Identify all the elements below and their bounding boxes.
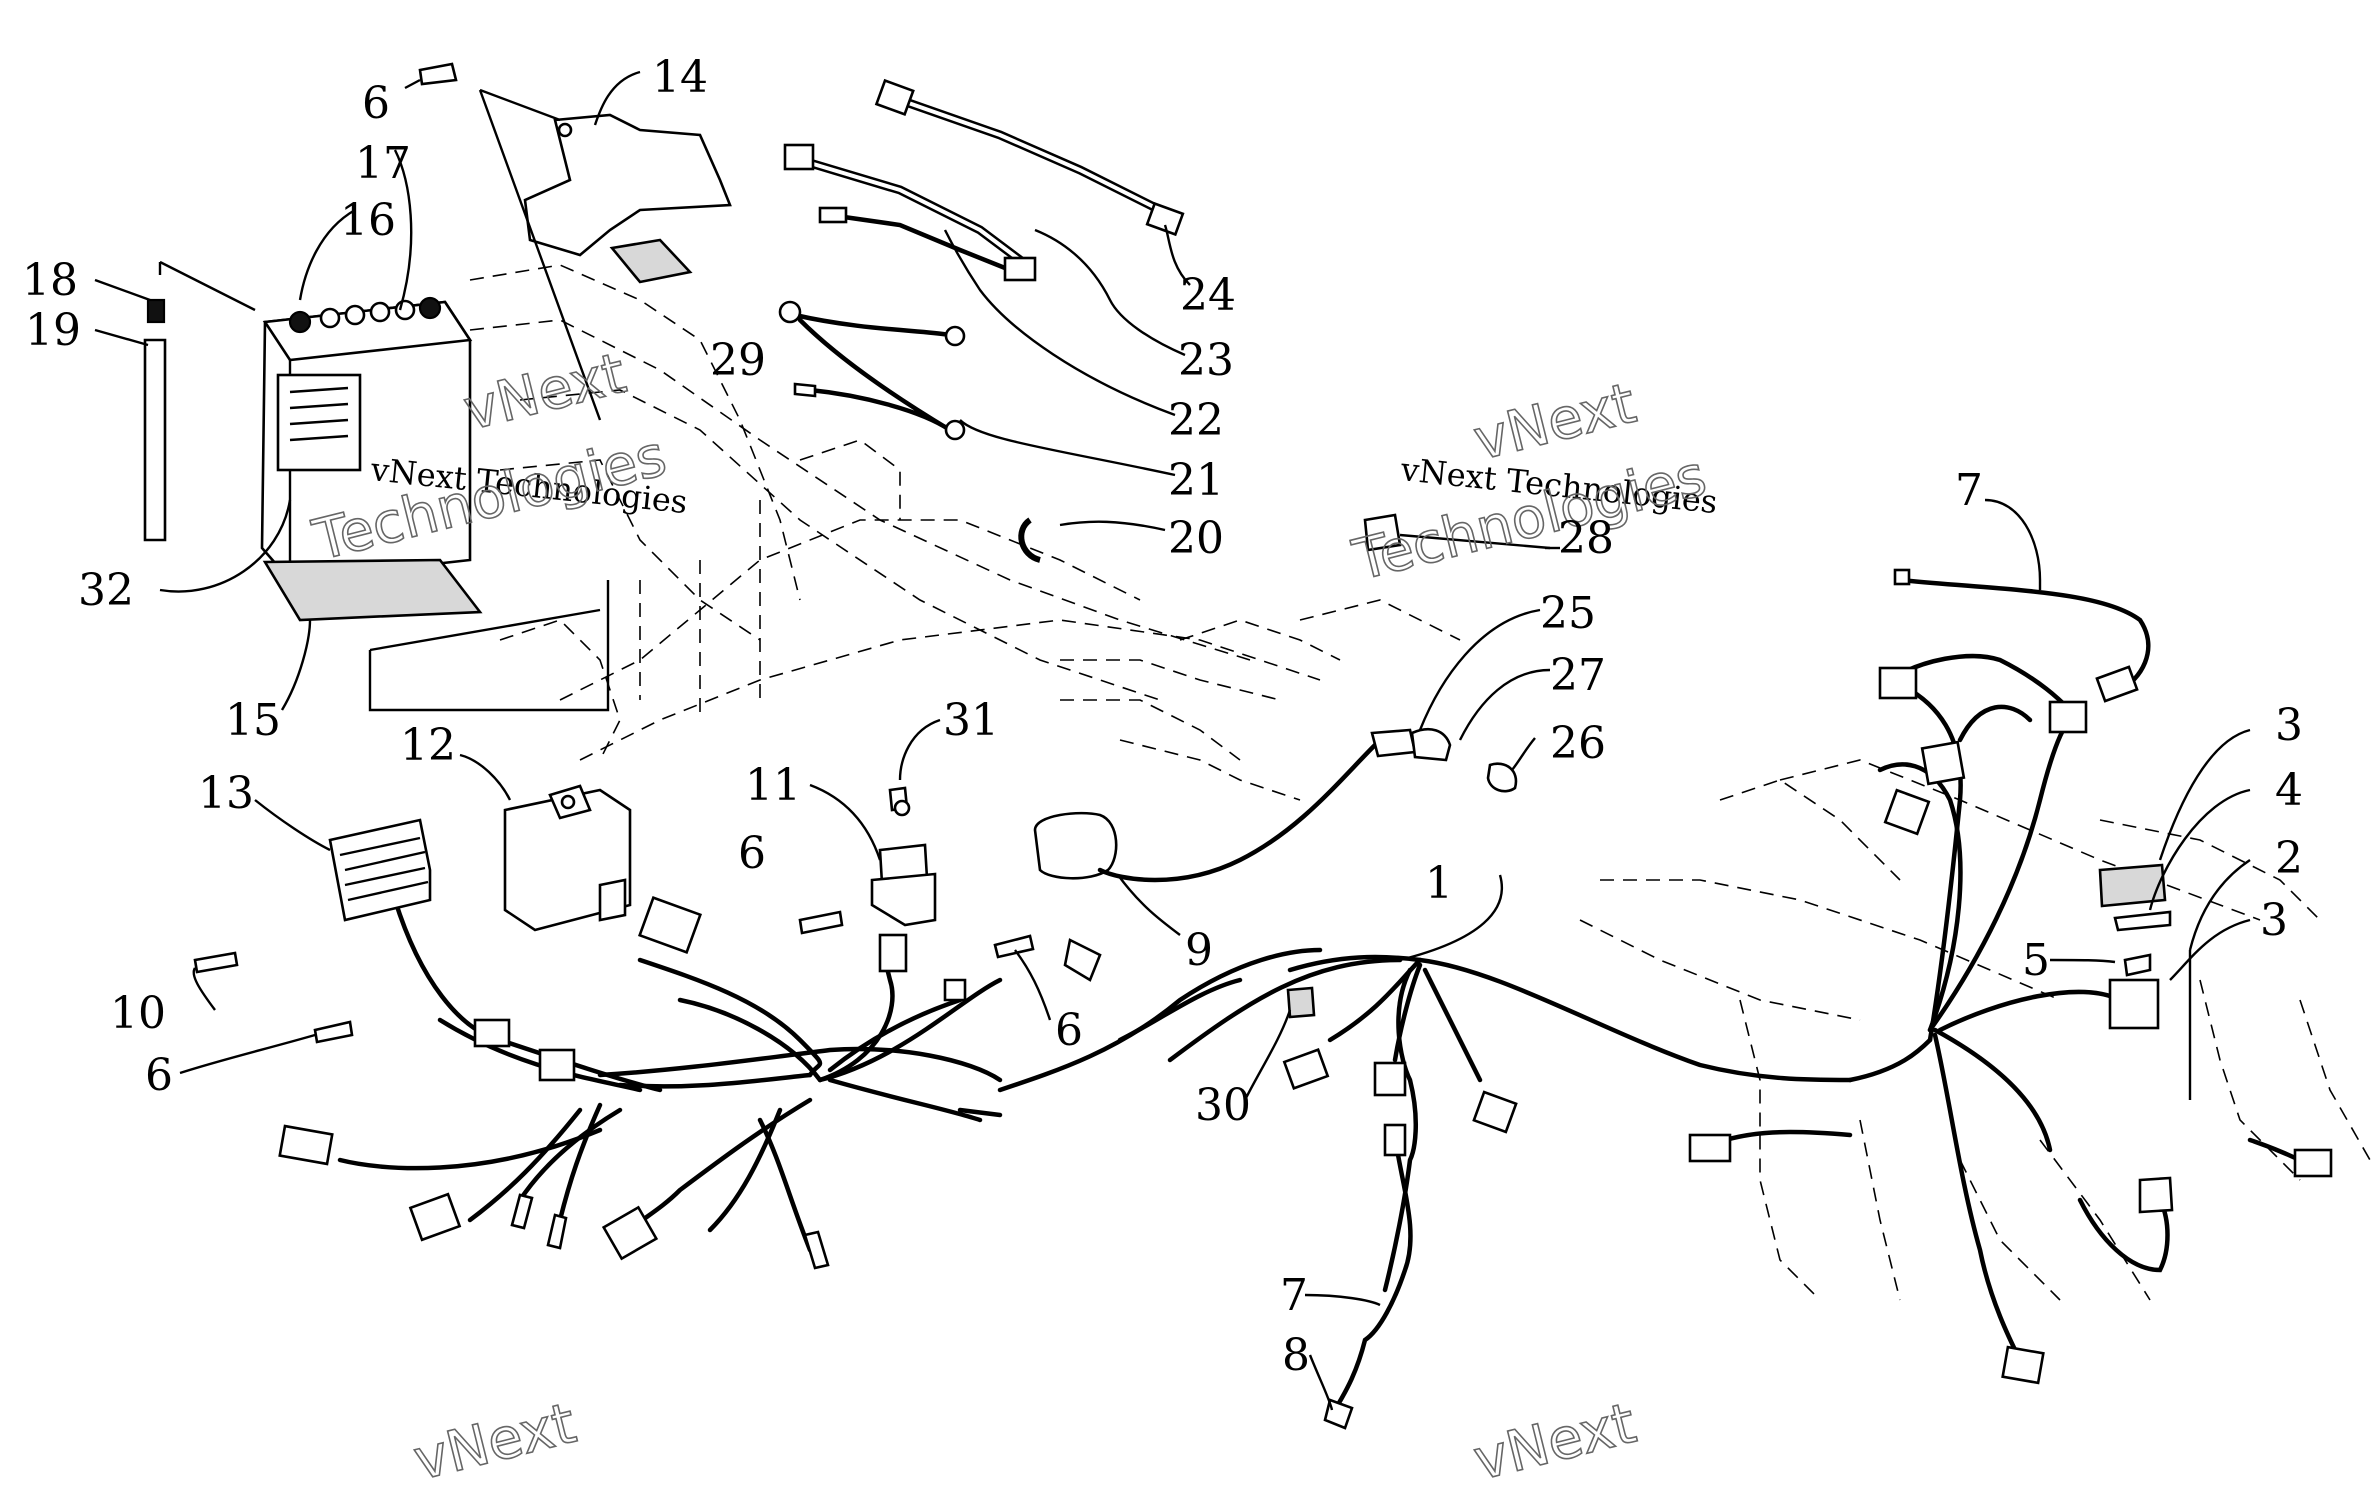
callout-19: 19 — [25, 305, 81, 356]
callout-10: 10 — [110, 988, 166, 1039]
fasteners — [193, 799, 1035, 1044]
main-harness-left — [278, 895, 1403, 1270]
callout-22: 22 — [1168, 395, 1224, 446]
callout-30: 30 — [1195, 1080, 1251, 1131]
watermark-outline-3: vNext — [1468, 371, 1642, 474]
callout-3b: 3 — [2260, 895, 2288, 946]
battery-cables — [778, 78, 1185, 563]
ignition-coil — [1033, 728, 1518, 883]
callout-27: 27 — [1550, 650, 1606, 701]
callout-4: 4 — [2275, 765, 2303, 816]
starter-solenoid — [870, 786, 937, 927]
bracket — [418, 62, 732, 421]
callout-11: 11 — [745, 760, 801, 811]
callout-29: 29 — [710, 335, 766, 386]
callout-7a: 7 — [1955, 465, 1983, 516]
callout-labels: 6 14 17 16 18 19 24 23 29 22 21 20 28 7 … — [22, 52, 2303, 1381]
callout-6c: 6 — [1055, 1005, 1083, 1056]
watermark-outline-1: vNext — [458, 341, 632, 444]
watermark-outline-5: vNext — [408, 1391, 582, 1485]
callout-21: 21 — [1168, 455, 1224, 506]
callout-28: 28 — [1558, 513, 1614, 564]
callout-26: 26 — [1550, 718, 1606, 769]
callout-32: 32 — [78, 565, 134, 616]
callout-6d: 6 — [145, 1050, 173, 1101]
cdi-module — [503, 784, 632, 932]
callout-24: 24 — [1180, 270, 1236, 321]
callout-3a: 3 — [2275, 700, 2303, 751]
callout-23: 23 — [1178, 335, 1234, 386]
callout-6b: 6 — [738, 828, 766, 879]
callout-6a: 6 — [362, 78, 390, 129]
main-harness-right — [1287, 568, 2333, 1385]
callout-1: 1 — [1425, 858, 1453, 909]
callout-14: 14 — [652, 52, 708, 103]
callout-12: 12 — [400, 720, 456, 771]
callout-31: 31 — [943, 695, 999, 746]
sensor-lead — [1282, 986, 1518, 1430]
callout-9: 9 — [1185, 925, 1213, 976]
callout-17: 17 — [355, 138, 411, 189]
callout-18: 18 — [22, 255, 78, 306]
battery-assembly — [143, 260, 610, 712]
callout-2: 2 — [2275, 833, 2303, 884]
callout-25: 25 — [1540, 588, 1596, 639]
callout-5: 5 — [2022, 935, 2050, 986]
voltage-regulator — [328, 818, 432, 922]
callout-15: 15 — [225, 695, 281, 746]
callout-20: 20 — [1168, 513, 1224, 564]
watermark-outline-6: vNext — [1468, 1391, 1642, 1485]
callout-16: 16 — [340, 195, 396, 246]
callout-13: 13 — [198, 768, 254, 819]
callout-7b: 7 — [1280, 1270, 1308, 1321]
leader-lines — [94, 70, 2251, 1411]
callout-8: 8 — [1282, 1330, 1310, 1381]
relay-28 — [1363, 513, 1551, 552]
